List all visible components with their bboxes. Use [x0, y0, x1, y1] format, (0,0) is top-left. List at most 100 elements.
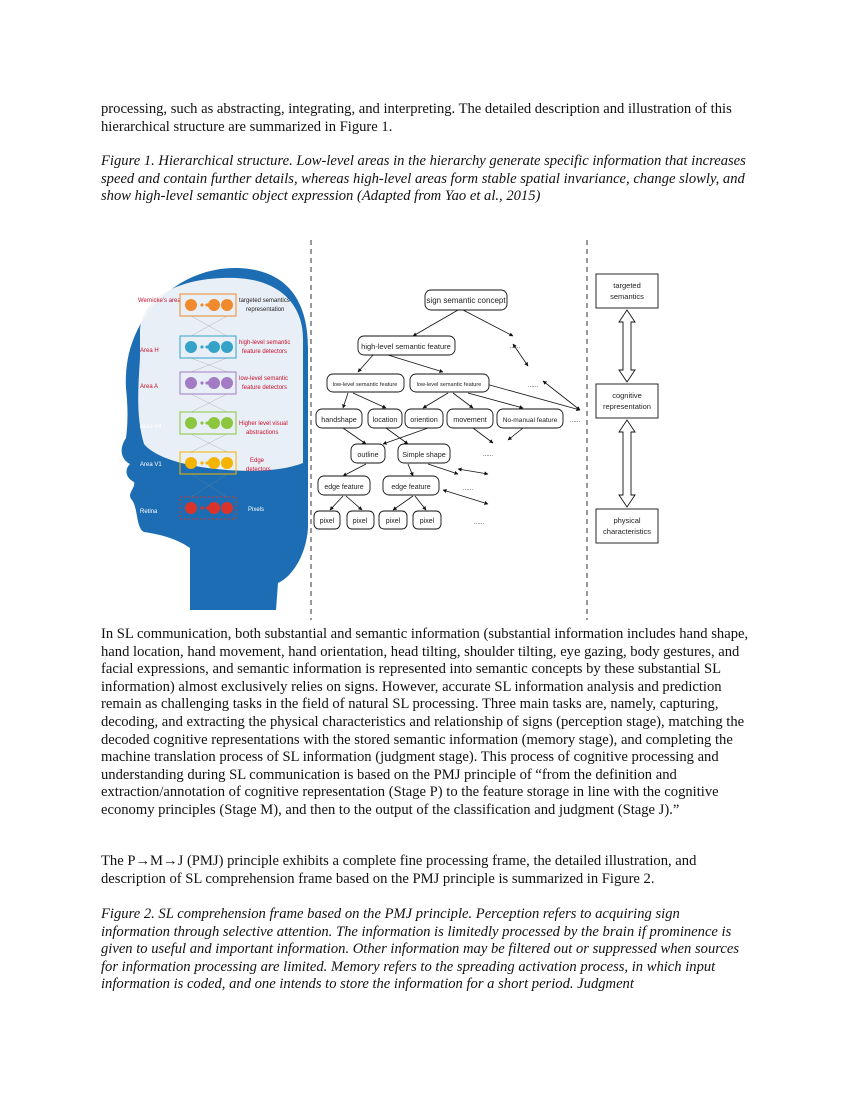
stage-box-targeted-semantics: targeted semantics	[595, 273, 659, 309]
stage-box-cognitive-representation: cognitive representation	[595, 383, 659, 419]
tree-ellipsis: ......	[528, 383, 538, 389]
level-box	[179, 293, 237, 317]
level-desc: Pixels	[248, 507, 264, 513]
neuron-dot	[185, 299, 197, 311]
neuron-dot	[185, 417, 197, 429]
paragraph-intro: processing, such as abstracting, integra…	[101, 101, 732, 135]
svg-text:edge feature: edge feature	[324, 484, 363, 491]
tree-ellipsis: ......	[474, 520, 484, 526]
svg-text:physical: physical	[613, 516, 640, 525]
head-silhouette	[121, 267, 309, 610]
neuron-dot	[205, 381, 209, 385]
level-desc: abstractions	[246, 430, 278, 436]
neuron-dot	[221, 417, 233, 429]
level-desc: targeted semantics	[239, 298, 290, 304]
tree-node-high-level: high-level semantic feature	[357, 335, 456, 356]
tree-node-pixel-1: pixel	[313, 510, 341, 530]
brain-level-4: Area V1 Edge detectors	[140, 451, 271, 475]
level-box	[179, 451, 237, 475]
level-desc: representation	[246, 307, 284, 313]
tree-node-pixel-2: pixel	[346, 510, 375, 530]
level-desc: high-level semantic	[239, 340, 290, 346]
brain-level-connections	[190, 315, 228, 498]
stage-box-physical-characteristics: physical characteristics	[595, 508, 659, 544]
tree-node-no-manual-feature: No-manual feature	[496, 408, 564, 429]
brain-level-3: Area V4 Higher level visual abstractions	[140, 411, 288, 436]
level-box	[179, 371, 237, 395]
svg-text:pixel: pixel	[386, 518, 401, 525]
level-box	[179, 411, 237, 435]
svg-text:Simple shape: Simple shape	[402, 450, 446, 459]
brain-level-1: Area H high-level semantic feature detec…	[140, 335, 290, 359]
tree-node-pixel-3: pixel	[378, 510, 408, 530]
neuron-dot	[221, 457, 233, 469]
tree-edges	[329, 309, 581, 511]
tree-node-simple-shape: Simple shape	[397, 443, 451, 464]
brain-level-0: Wernicke's area targeted semantics repre…	[138, 293, 290, 317]
paragraph-sl-communication: In SL communication, both substantial an…	[101, 626, 749, 818]
tree-ellipsis: ......	[570, 418, 580, 424]
neuron-dot	[185, 502, 197, 514]
tree-ellipsis: ......	[510, 344, 520, 350]
area-label: Wernicke's area	[138, 298, 181, 304]
neuron-dot	[185, 377, 197, 389]
svg-text:outline: outline	[357, 450, 378, 459]
tree-node-root: sign semantic concept	[424, 289, 508, 311]
svg-text:movement: movement	[453, 415, 487, 424]
level-desc: Higher level visual	[239, 421, 288, 427]
tree-ellipsis: ......	[483, 452, 493, 458]
svg-text:representation: representation	[603, 402, 651, 411]
figure-1-caption: Figure 1. Hierarchical structure. Low-le…	[101, 153, 746, 205]
neuron-dot	[208, 417, 220, 429]
svg-text:oriention: oriention	[410, 415, 438, 424]
svg-text:pixel: pixel	[420, 518, 435, 525]
level-desc: Edge	[250, 458, 265, 464]
neuron-dot	[208, 377, 220, 389]
brain-level-5: Retina Pixels	[140, 496, 264, 520]
neuron-dot	[208, 502, 220, 514]
svg-text:pixel: pixel	[353, 518, 368, 525]
neuron-dot	[200, 381, 204, 385]
svg-text:sign semantic concept: sign semantic concept	[426, 296, 506, 305]
area-label: Area H	[140, 348, 159, 354]
neuron-dot	[200, 303, 204, 307]
tree-node-movement: movement	[446, 408, 494, 429]
tree-ellipsis: ......	[463, 486, 473, 492]
tree-node-low-level-2: low-level semantic feature	[409, 373, 490, 393]
area-label: Area V1	[140, 462, 162, 468]
brain-level-2: Area A low-level semantic feature detect…	[140, 371, 288, 395]
neuron-dot	[208, 341, 220, 353]
neuron-dot	[221, 299, 233, 311]
neuron-dot	[200, 421, 204, 425]
svg-text:low-level semantic feature: low-level semantic feature	[417, 382, 482, 388]
neuron-dot	[205, 345, 209, 349]
area-label: Retina	[140, 509, 158, 515]
neuron-dot	[221, 502, 233, 514]
double-arrow-lower	[618, 419, 636, 508]
area-label: Area A	[140, 384, 158, 390]
neuron-dot	[205, 421, 209, 425]
tree-node-edge-feature-1: edge feature	[317, 475, 371, 496]
figure-1-hierarchical-structure: Wernicke's area targeted semantics repre…	[121, 240, 659, 620]
neuron-dot	[200, 461, 204, 465]
tree-node-oriention: oriention	[404, 408, 444, 429]
neuron-dot	[221, 377, 233, 389]
double-arrow-upper	[618, 309, 636, 383]
figure-2-caption: Figure 2. SL comprehension frame based o…	[101, 906, 740, 993]
paragraph-pmj-principle: The P→M→J (PMJ) principle exhibits a com…	[101, 853, 697, 887]
svg-text:targeted: targeted	[613, 281, 641, 290]
neuron-dot	[221, 341, 233, 353]
neuron-dot	[208, 299, 220, 311]
level-desc: detectors	[246, 467, 271, 473]
level-desc: low-level semantic	[239, 376, 288, 382]
neuron-dot	[185, 341, 197, 353]
neuron-dot	[200, 506, 204, 510]
level-desc: feature detectors	[242, 385, 287, 391]
area-label: Area V4	[140, 424, 162, 430]
tree-node-handshape: handshape	[315, 408, 363, 429]
neuron-dot	[205, 506, 209, 510]
svg-text:handshape: handshape	[321, 415, 357, 424]
svg-text:low-level semantic feature: low-level semantic feature	[333, 382, 398, 388]
svg-text:No-manual feature: No-manual feature	[503, 417, 558, 424]
tree-node-outline: outline	[350, 443, 386, 464]
